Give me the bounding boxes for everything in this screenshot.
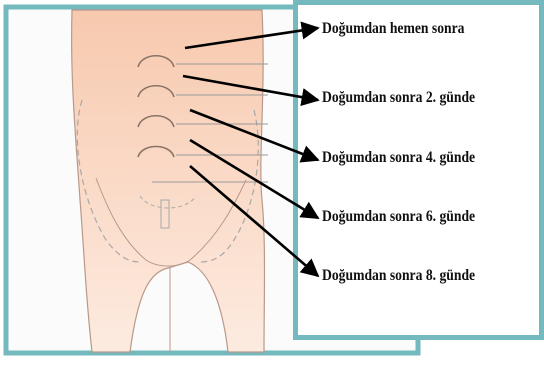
label-panel (296, 3, 542, 338)
label-day-4: Doğumdan sonra 4. günde (322, 149, 475, 167)
label-immediately-after-birth: Doğumdan hemen sonra (322, 20, 464, 38)
label-day-8: Doğumdan sonra 8. günde (322, 267, 475, 285)
label-day-2: Doğumdan sonra 2. günde (322, 89, 475, 107)
label-day-6: Doğumdan sonra 6. günde (322, 208, 475, 226)
